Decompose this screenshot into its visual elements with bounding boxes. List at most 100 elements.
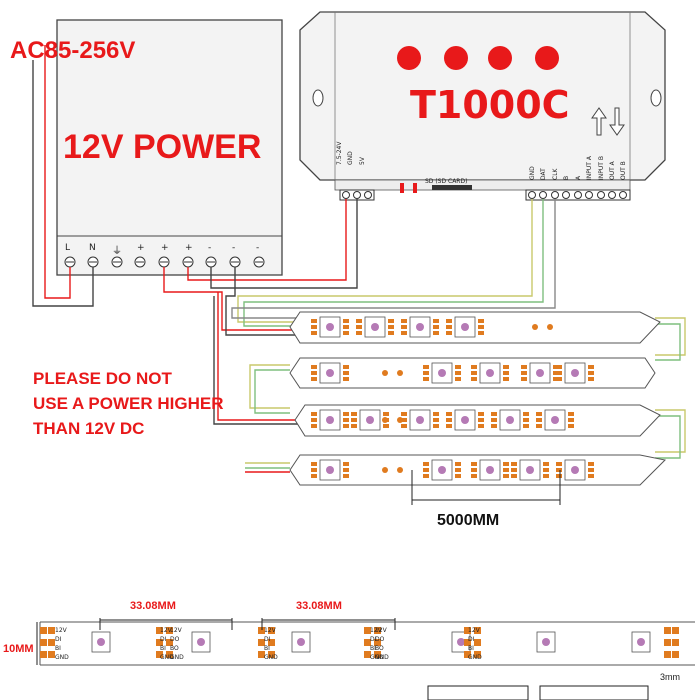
pin-label-right-8: OUT A [609, 161, 616, 180]
pin-label-vin: 7.5-24V [336, 141, 343, 165]
led-pixel [423, 459, 461, 481]
led-pixel [311, 316, 349, 338]
led-pixel [311, 362, 349, 384]
led-power [413, 183, 417, 193]
copper-pad [268, 627, 275, 634]
led-pixel [311, 409, 349, 431]
copper-pad [374, 651, 381, 658]
warning-line-1: PLEASE DO NOT [33, 369, 172, 388]
detail-pin-label: GND [160, 654, 174, 661]
copper-pad [374, 627, 381, 634]
led-pixel [311, 459, 349, 481]
detail-pin-label: BI [370, 645, 376, 652]
input-voltage-label: AC85-256V [10, 37, 136, 64]
led-error [400, 183, 404, 193]
detail-pin-label: BI [468, 645, 474, 652]
sd-card-label: SD (SD CARD) [425, 178, 468, 185]
led-pixel [471, 362, 509, 384]
pin-label-right-9: OUT B [620, 161, 627, 180]
power-supply-box [56, 19, 283, 276]
copper-pad [166, 639, 173, 646]
ground-icon: ⏚ [112, 246, 122, 257]
detail-pin-label: GND [170, 654, 184, 661]
mount-hole-left [312, 89, 324, 107]
warning-line-3: THAN 12V DC [33, 419, 145, 438]
detail-pin-label: GND [264, 654, 278, 661]
detail-pin-label: DI [55, 636, 62, 643]
copper-pad [672, 651, 679, 658]
copper-pad [166, 651, 173, 658]
detail-pixels: 12VDIBIGND12VDIBIGND12VDIBIGND12VDIBIGND… [40, 627, 679, 661]
pitch-label-2: 33.08MM [296, 600, 342, 612]
detail-pin-label: BI [264, 645, 270, 652]
copper-pad [40, 651, 47, 658]
arrow-down-icon [609, 107, 625, 136]
led-pixel [556, 362, 594, 384]
detail-led-pixel [291, 631, 311, 653]
detail-pin-label: BI [160, 645, 166, 652]
detail-strip: 12VDIBIGND12VDIBIGND12VDIBIGND12VDIBIGND… [36, 618, 695, 700]
controller-button-2 [444, 46, 468, 70]
copper-pad [268, 639, 275, 646]
pin-label-right-3: CLK [552, 168, 559, 180]
copper-pad [464, 639, 471, 646]
detail-pin-label: GND [468, 654, 482, 661]
length-dimension [411, 470, 561, 505]
copper-pad [40, 627, 47, 634]
controller-box [299, 11, 666, 201]
controller-button-1 [397, 46, 421, 70]
led-pixel [401, 316, 439, 338]
controller-model: T1000C [410, 83, 570, 127]
warning-line-2: USE A POWER HIGHER [33, 394, 224, 413]
copper-pad [464, 627, 471, 634]
ellipsis-dot [397, 417, 403, 423]
terminal-label-plus-1: + [137, 243, 145, 253]
ellipsis-dot [532, 324, 538, 330]
copper-pad [474, 639, 481, 646]
led-pixel [511, 459, 549, 481]
detail-pin-label: 12V [170, 627, 183, 634]
copper-pad [474, 627, 481, 634]
pitch-dimension-1 [99, 618, 233, 630]
power-supply-title: 12V POWER [63, 128, 262, 166]
led-pixel [423, 362, 461, 384]
copper-pad [156, 627, 163, 634]
controller-button-3 [488, 46, 512, 70]
pin-label-right-1: GND [529, 166, 536, 180]
detail-pin-label: 12V [370, 627, 383, 634]
ellipsis-dot [382, 417, 388, 423]
detail-led-pixel [191, 631, 211, 653]
copper-pad [258, 639, 265, 646]
led-pixel [471, 459, 509, 481]
copper-pad [672, 627, 679, 634]
detail-led-pixel [631, 631, 651, 653]
pin-label-right-7: INPUT B [598, 156, 605, 180]
led-pixel [401, 409, 439, 431]
controller-right-terminals [525, 189, 631, 201]
detail-led-pixel [91, 631, 111, 653]
terminal-label-minus-2: - [232, 243, 236, 253]
scale-label: 3mm [660, 672, 680, 682]
detail-pin-label: DI [468, 636, 475, 643]
led-pixel [556, 459, 594, 481]
pin-label-5v: 5V [359, 157, 366, 165]
copper-pad [258, 627, 265, 634]
detail-pin-label: BO [375, 645, 384, 652]
ellipsis-dot [382, 467, 388, 473]
detail-pin-label: DI [160, 636, 167, 643]
strip-pixels [311, 316, 594, 481]
copper-pad [664, 639, 671, 646]
copper-pad [48, 651, 55, 658]
pin-label-right-5: A [575, 175, 582, 180]
copper-pad [672, 639, 679, 646]
detail-pin-label: 12V [375, 627, 388, 634]
copper-pad [156, 639, 163, 646]
copper-pad [474, 651, 481, 658]
detail-pin-label: 12V [264, 627, 277, 634]
led-pixel [536, 409, 574, 431]
sd-card-slot [432, 185, 472, 190]
copper-pad [664, 627, 671, 634]
mount-hole-right [650, 89, 662, 107]
detail-pin-label: BI [55, 645, 61, 652]
